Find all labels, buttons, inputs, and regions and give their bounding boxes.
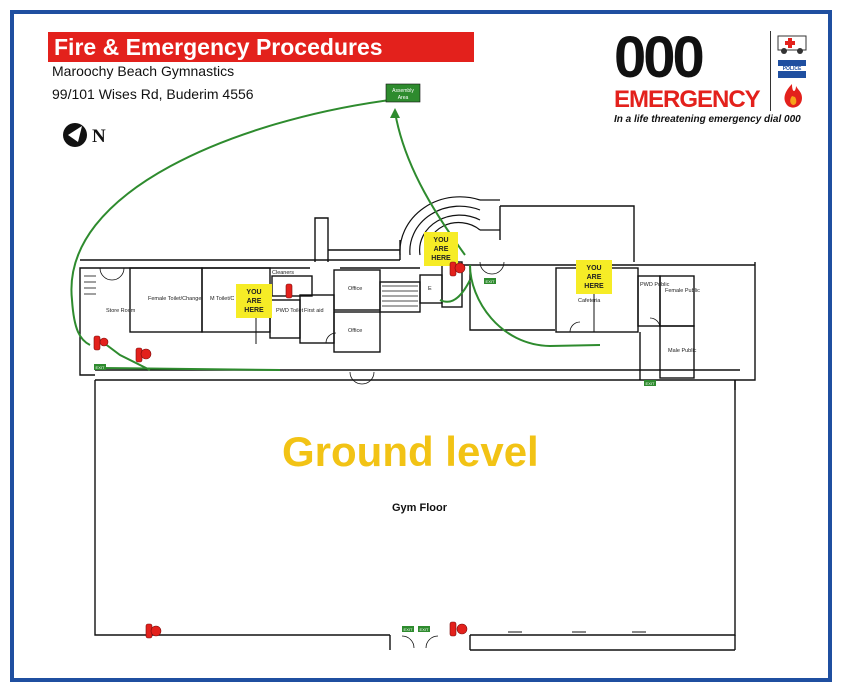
level-label: Ground level bbox=[282, 428, 539, 475]
emergency-word: EMERGENCY bbox=[614, 86, 761, 113]
fire-icon bbox=[784, 84, 802, 108]
venue-address: 99/101 Wises Rd, Buderim 4556 bbox=[52, 86, 254, 102]
emergency-badge: 000 EMERGENCY In a life threatening emer… bbox=[610, 28, 815, 128]
police-label: POLICE bbox=[783, 66, 802, 72]
badge-divider bbox=[770, 31, 771, 111]
venue-name: Maroochy Beach Gymnastics bbox=[52, 63, 235, 79]
north-arrow-icon: N bbox=[63, 123, 106, 147]
page-title: Fire & Emergency Procedures bbox=[48, 32, 474, 62]
emergency-tagline: In a life threatening emergency dial 000 bbox=[614, 114, 801, 125]
gym-floor-label: Gym Floor bbox=[392, 502, 448, 514]
emergency-number: 000 bbox=[614, 25, 705, 90]
police-icon: POLICE bbox=[778, 60, 806, 78]
north-label: N bbox=[92, 126, 106, 147]
ambulance-icon bbox=[777, 35, 807, 54]
service-icons: POLICE bbox=[777, 35, 807, 108]
